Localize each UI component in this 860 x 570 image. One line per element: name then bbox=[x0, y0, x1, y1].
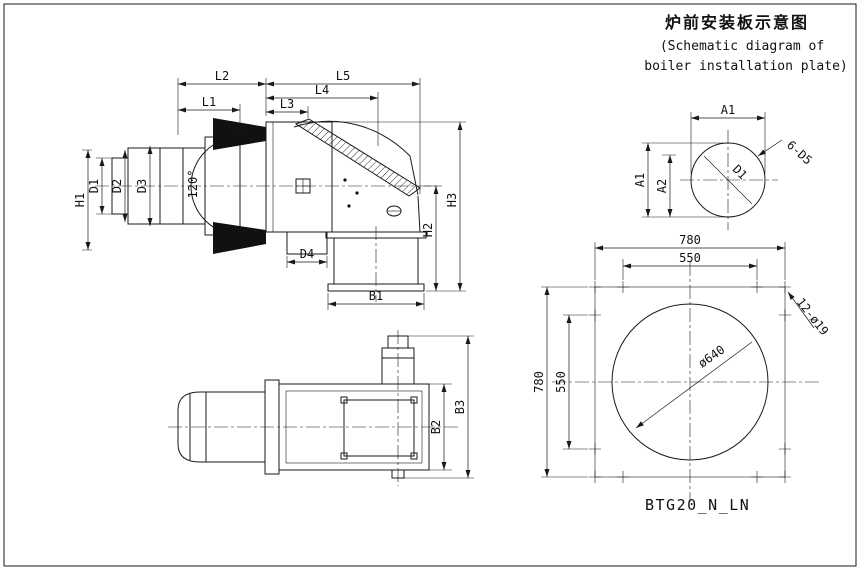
drawing-title-en-line1: (Schematic diagram of bbox=[660, 39, 824, 54]
plate-centerlines bbox=[552, 262, 822, 502]
burner-top-view-dimensions: B2 B3 bbox=[404, 335, 474, 479]
model-label: BTG20_N_LN bbox=[645, 496, 750, 514]
dim-label-l4: L4 bbox=[315, 83, 329, 97]
dim-label-plate-height-inner: 550 bbox=[554, 371, 568, 393]
body-plan-outline bbox=[278, 383, 430, 471]
dim-label-b2: B2 bbox=[429, 420, 443, 434]
dim-label-l5: L5 bbox=[336, 69, 350, 83]
drawing-title-en-line2: boiler installation plate) bbox=[644, 59, 848, 74]
refractory-wedge-bottom bbox=[213, 222, 266, 254]
dim-label-flange-holes: 6-D5 bbox=[784, 138, 815, 168]
burner-side-view bbox=[95, 118, 440, 302]
burner-side-view-dimensions: L2 L5 L4 L1 L3 H1 D1 D2 D3 120° H3 H2 B1… bbox=[73, 69, 466, 310]
access-panel bbox=[343, 399, 415, 457]
gas-valve-cap bbox=[387, 335, 409, 349]
refractory-wedge-top bbox=[213, 118, 266, 150]
dim-label-l3: L3 bbox=[280, 97, 294, 111]
dim-label-a1-top: A1 bbox=[721, 103, 735, 117]
dim-label-plate-width-inner: 550 bbox=[679, 251, 701, 265]
gas-connection-box bbox=[286, 231, 328, 255]
dim-label-h3: H3 bbox=[445, 193, 459, 207]
title-block: 炉前安装板示意图 (Schematic diagram of boiler in… bbox=[644, 13, 848, 74]
dim-label-d3: D3 bbox=[135, 179, 149, 193]
flange-circle bbox=[690, 142, 766, 218]
dim-label-flange-d1: D1 bbox=[730, 162, 750, 182]
dim-label-a2: A2 bbox=[655, 179, 669, 193]
burner-top-view bbox=[168, 330, 458, 486]
bolt-hole-marks bbox=[589, 281, 791, 483]
dim-label-h1: H1 bbox=[73, 193, 87, 207]
drawing-title-zh: 炉前安装板示意图 bbox=[665, 13, 809, 32]
dim-label-plate-holes: 12-ø19 bbox=[794, 295, 832, 338]
flange-detail-view: D1 A1 A1 A2 6-D5 bbox=[633, 103, 815, 230]
bolt-square-outline bbox=[594, 286, 786, 478]
dim-label-cone-angle: 120° bbox=[186, 170, 200, 199]
dim-label-b3: B3 bbox=[453, 400, 467, 414]
flange-centerlines bbox=[680, 130, 778, 230]
dim-label-l1: L1 bbox=[202, 95, 216, 109]
dim-label-plate-height-outer: 780 bbox=[532, 371, 546, 393]
dim-label-plate-width-outer: 780 bbox=[679, 233, 701, 247]
dim-label-l2: L2 bbox=[215, 69, 229, 83]
dim-label-plate-bore: ø640 bbox=[696, 342, 728, 370]
plate-bore-circle bbox=[611, 303, 769, 461]
dim-label-d4: D4 bbox=[300, 247, 314, 261]
dim-label-h2: H2 bbox=[421, 223, 435, 237]
bottom-tab bbox=[391, 469, 405, 479]
dim-label-b1: B1 bbox=[369, 289, 383, 303]
drawing-border bbox=[3, 3, 857, 567]
dim-label-d1: D1 bbox=[87, 179, 101, 193]
motor-housing bbox=[177, 391, 266, 463]
air-damper-plate bbox=[294, 118, 421, 197]
mounting-plate-detail-view: 780 550 780 550 ø640 12-ø19 bbox=[532, 233, 831, 502]
dim-label-a1-side: A1 bbox=[633, 173, 647, 187]
dim-label-d2: D2 bbox=[110, 179, 124, 193]
